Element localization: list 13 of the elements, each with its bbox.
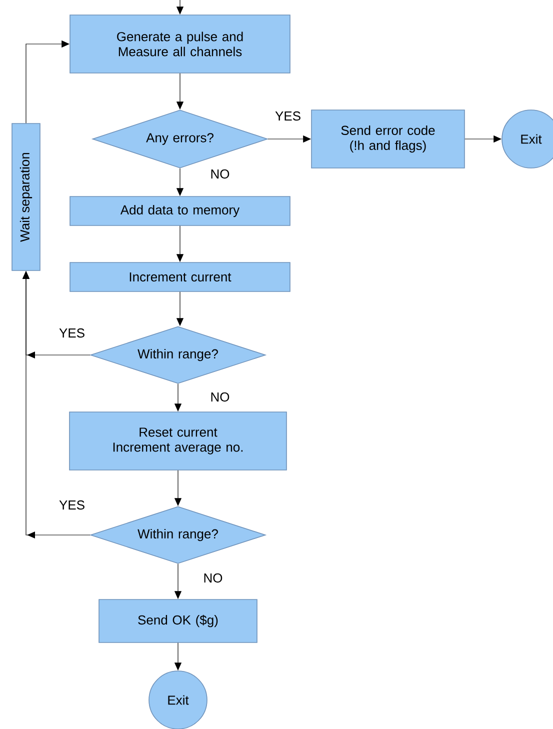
process-box: Send error code (!h and flags) bbox=[311, 110, 465, 168]
edge-label: NO bbox=[209, 391, 231, 403]
edge-label: NO bbox=[202, 572, 224, 584]
process-box: Increment current bbox=[70, 262, 290, 292]
edge-label: YES bbox=[274, 110, 302, 122]
edge-label: NO bbox=[209, 168, 231, 180]
process-box: Reset current Increment average no. bbox=[69, 412, 287, 470]
process-box: Send OK ($g) bbox=[98, 599, 258, 643]
process-box: Add data to memory bbox=[70, 196, 290, 226]
process-box: Wait separation bbox=[12, 123, 40, 271]
edge-label: YES bbox=[58, 327, 86, 339]
edge-label: YES bbox=[58, 499, 86, 511]
process-box: Generate a pulse and Measure all channels bbox=[70, 14, 290, 74]
